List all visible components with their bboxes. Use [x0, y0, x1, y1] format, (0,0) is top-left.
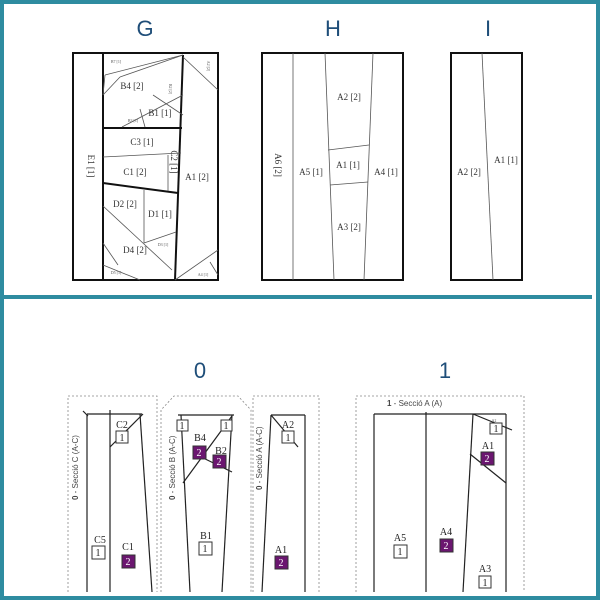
label-g-d5: D5 [1]: [111, 270, 122, 275]
piece-b2-fabric: 2: [217, 457, 222, 468]
panel-divider: [0, 295, 592, 299]
piece-c5-label: C5: [94, 535, 106, 546]
piece-b1-label: B1: [200, 531, 212, 542]
label-h-a2: A2 [2]: [337, 92, 361, 102]
piece-1-a2-fabric: 1: [494, 424, 499, 435]
piece-c2-fabric: 1: [120, 433, 125, 444]
label-h-a4: A4 [1]: [374, 167, 398, 177]
label-h-a5: A5 [1]: [299, 167, 323, 177]
piece-1-a3-label: A3: [479, 564, 491, 575]
label-g-b2: B2 [2]: [168, 84, 173, 95]
label-i-a1: A1 [1]: [494, 155, 518, 165]
label-i-a2: A2 [2]: [457, 167, 481, 177]
block-i: A2 [2] A1 [1]: [450, 52, 523, 281]
header-g: G: [136, 16, 153, 41]
piece-1-a5-label: A5: [394, 533, 406, 544]
label-g-e1: E1 [1]: [86, 155, 96, 178]
label-g-d4: D4 [2]: [123, 245, 147, 255]
label-h-a6: A6 [2]: [273, 153, 283, 177]
section-b-piece: 0 - Secció B (A-C) 1 1 B4 2 B2 2 B1 1: [160, 395, 252, 593]
piece-c1-label: C1: [122, 542, 134, 553]
label-g-b7: B7 [1]: [111, 59, 122, 64]
piece-b1-fabric: 1: [203, 544, 208, 555]
piece-1-a5-fabric: 1: [398, 547, 403, 558]
piece-1-a4-fabric: 2: [444, 541, 449, 552]
piece-b4-fabric: 2: [197, 448, 202, 459]
label-g-d1: D1 [1]: [148, 209, 172, 219]
piece-1-a4-label: A4: [440, 527, 452, 538]
section-b-label: 0 - Secció B (A-C): [168, 435, 177, 500]
piece-a2-fabric: 1: [286, 433, 291, 444]
section-c-label: 0 - Secció C (A-C): [71, 435, 80, 500]
section-a-full-label: 1 - Secció A (A): [387, 399, 442, 408]
header-1: 1: [439, 358, 451, 383]
label-g-b4: B4 [2]: [120, 81, 143, 91]
piece-1-a2-label: A2: [492, 418, 497, 423]
piece-c5-fabric: 1: [96, 548, 101, 559]
label-g-a4: A4 [1]: [198, 272, 209, 277]
section-a-full-piece: 1 - Secció A (A) A2 1 A1 2 A5 1 A4 2 A3 …: [355, 395, 525, 593]
piece-b2-label: B2: [215, 446, 227, 457]
piece-a1-fabric: 2: [279, 558, 284, 569]
label-g-d3: D3 [1]: [158, 242, 169, 247]
label-g-b3: B3 [1]: [128, 118, 139, 123]
piece-b-corner-left-fabric: 1: [180, 421, 185, 432]
piece-1-a1-label: A1: [482, 441, 494, 452]
piece-1-a3-fabric: 1: [483, 578, 488, 589]
header-0: 0: [194, 358, 206, 383]
block-h: A6 [2] A5 [1] A2 [2] A1 [1] A4 [1] A3 [2…: [261, 52, 404, 281]
piece-b-corner-right-fabric: 1: [224, 421, 229, 432]
piece-c1-fabric: 2: [126, 557, 131, 568]
label-g-b1: B1 [1]: [148, 108, 171, 118]
piece-c2-label: C2: [116, 420, 128, 431]
piece-a2-label: A2: [282, 420, 294, 431]
label-h-a3: A3 [2]: [337, 222, 361, 232]
header-i: I: [485, 16, 491, 41]
label-g-d2: D2 [2]: [113, 199, 137, 209]
label-g-a1: A1 [2]: [185, 172, 209, 182]
label-g-c1: C1 [2]: [123, 167, 146, 177]
label-g-c3: C3 [1]: [130, 137, 153, 147]
section-a-label: 0 - Secció A (A-C): [255, 426, 264, 490]
header-h: H: [325, 16, 341, 41]
piece-b4-label: B4: [194, 433, 206, 444]
label-g-a2: A2 [2]: [206, 61, 211, 72]
piece-a1-label: A1: [275, 545, 287, 556]
section-c-piece: 0 - Secció C (A-C) C2 1 C5 1 C1 2: [67, 395, 158, 593]
label-g-c2: C2 [1]: [169, 150, 179, 173]
piece-1-a1-fabric: 2: [485, 454, 490, 465]
label-h-a1: A1 [1]: [336, 160, 360, 170]
section-a-piece: 0 - Secció A (A-C) A2 1 A1 2: [252, 395, 320, 593]
block-g: E1 [1] B7 [1] B4 [2] B2 [2] B1 [1] B3 [1…: [72, 52, 219, 281]
